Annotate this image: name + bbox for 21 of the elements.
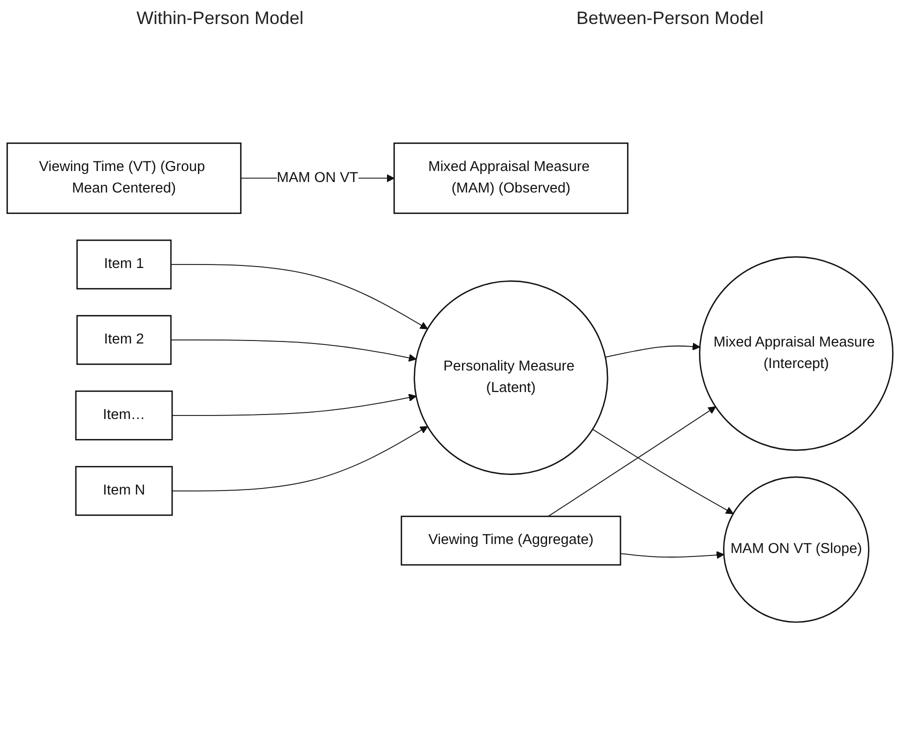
arrow — [170, 264, 428, 330]
arrow — [604, 342, 700, 358]
node-circle: MAM ON VT (Slope) — [723, 476, 870, 624]
node-box: Item… — [75, 390, 173, 441]
node-box: Item 2 — [76, 315, 172, 366]
arrow — [172, 426, 428, 492]
node-box: Item N — [75, 466, 173, 516]
arrow — [170, 340, 416, 362]
node-box: Viewing Time (Aggregate) — [400, 516, 622, 566]
arrow — [592, 429, 734, 514]
node-box: Mixed Appraisal Measure (MAM) (Observed) — [393, 142, 628, 214]
node-circle: Mixed Appraisal Measure (Intercept) — [698, 256, 894, 452]
arrow — [548, 406, 716, 518]
section-heading: Between-Person Model — [576, 8, 764, 30]
arrow — [620, 551, 724, 560]
edge-label: MAM ON VT — [276, 170, 358, 186]
node-box: Viewing Time (VT) (Group Mean Centered) — [6, 142, 242, 214]
node-box: Item 1 — [76, 240, 172, 290]
section-heading: Within-Person Model — [136, 8, 304, 30]
arrow — [172, 394, 416, 416]
node-circle: Personality Measure (Latent) — [414, 280, 608, 476]
